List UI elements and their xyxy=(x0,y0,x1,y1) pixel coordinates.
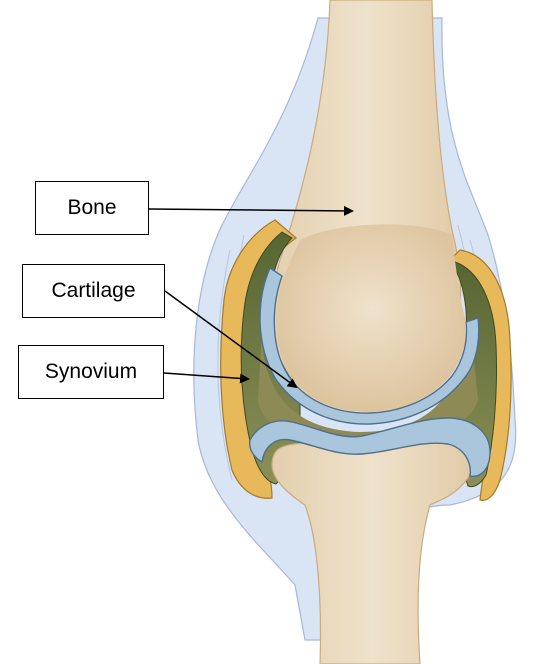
bone-label: Bone xyxy=(35,181,149,235)
synovium-label: Synovium xyxy=(18,345,164,399)
femoral-condyle xyxy=(276,224,466,412)
cartilage-label: Cartilage xyxy=(22,264,165,318)
